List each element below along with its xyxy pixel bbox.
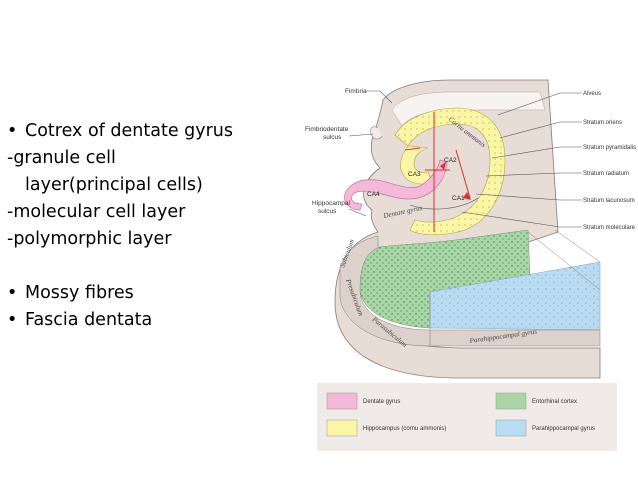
ca-inner-curl	[400, 145, 433, 185]
stratum-lacunosum-label: Stratum lacunosum	[583, 198, 635, 204]
fimbriodentate-leader	[348, 133, 374, 137]
bullet-text: Mossy fibres	[25, 283, 134, 303]
alveus-label: Alveus	[583, 91, 601, 97]
ca-arrow	[463, 192, 471, 200]
stratum-oriens-label: Stratum oriens	[583, 120, 622, 126]
hippocampal-sulcus-leader	[348, 208, 367, 217]
bullet-text: -molecular cell layer	[7, 202, 186, 222]
ca3-label: CA3	[408, 171, 421, 178]
cornu-ammonis-dots	[395, 108, 505, 235]
bullet-line-8: • Fascia dentata	[7, 307, 297, 334]
bullet-line-2: -granule cell	[7, 145, 297, 172]
stratum-pyramidalis-label: Stratum pyramidalis	[583, 145, 636, 151]
bullet-text: -granule cell	[7, 148, 116, 168]
legend-swatch-hippocampus	[326, 419, 358, 437]
region-divider	[554, 229, 601, 263]
bullet-dot: •	[7, 121, 18, 141]
alveus-leader	[497, 92, 582, 116]
legend-label: Dentate gyrus	[363, 399, 400, 405]
stratum-oriens-leader	[499, 121, 582, 139]
stratum-radiatum-label: Stratum radiatum	[583, 171, 629, 177]
hippocampal-sulcus-label-1: Hippocampal	[312, 200, 350, 207]
legend: Dentate gyrus Hippocampus (cornu ammonis…	[326, 392, 595, 437]
bullet-text: Cotrex of dentate gyrus	[25, 121, 234, 141]
legend-swatch-entorhinal	[495, 392, 527, 410]
legend-swatch-dentate	[326, 392, 358, 410]
bullet-text: layer(principal cells)	[25, 175, 203, 195]
fimbria-label: Fimbria	[345, 88, 367, 95]
bullet-line-1: • Cotrex of dentate gyrus	[7, 118, 297, 145]
legend-label: Parahippocampal gyrus	[532, 426, 595, 432]
legend-frame	[317, 383, 617, 451]
ca4-label: CA4	[367, 191, 380, 198]
region-divider	[527, 231, 601, 291]
stratum-radiatum-leader	[485, 172, 582, 177]
bullet-line-7: • Mossy fibres	[7, 280, 297, 307]
stratum-pyramidalis-leader	[491, 146, 582, 159]
ca-arrow	[440, 162, 446, 170]
parahippocampal-dots	[430, 262, 600, 330]
hippocampal-sulcus-label-2: sulcus	[318, 208, 337, 215]
fimbria	[370, 126, 383, 140]
bullet-list: • Cotrex of dentate gyrus -granule cell l…	[7, 118, 297, 334]
bullet-text: Fascia dentata	[25, 310, 153, 330]
legend-swatch-parahippocampal	[495, 419, 527, 437]
stratum-curve	[409, 197, 479, 210]
bullet-dot: •	[7, 310, 18, 330]
ca-boundary-line	[455, 149, 471, 199]
fimbriodentate-label-1: Fimbriodentate	[305, 126, 349, 133]
ca-boundary-line	[404, 147, 421, 151]
ca2-label: CA2	[444, 157, 457, 164]
bullet-line-4: -molecular cell layer	[7, 199, 297, 226]
legend-label: Hippocampus (cornu ammonis)	[363, 426, 446, 432]
fimbria-leader	[365, 90, 393, 104]
ca1-label: CA1	[452, 195, 465, 202]
stratum-moleculare-label: Stratum moleculare	[583, 225, 636, 231]
fimbriodentate-label-2: sulcus	[323, 134, 342, 141]
subiculum-band	[339, 235, 601, 347]
bullet-line-5: -polymorphic layer	[7, 226, 297, 253]
stratum-lacunosum-leader	[475, 193, 582, 201]
legend-label: Entorhinal cortex	[532, 399, 577, 405]
bullet-dot: •	[7, 283, 18, 303]
dentate-gyrus-region	[344, 159, 448, 211]
bullet-text: -polymorphic layer	[7, 229, 172, 249]
stratum-moleculare-leader	[461, 211, 582, 228]
bullet-line-3: layer(principal cells)	[7, 172, 297, 199]
